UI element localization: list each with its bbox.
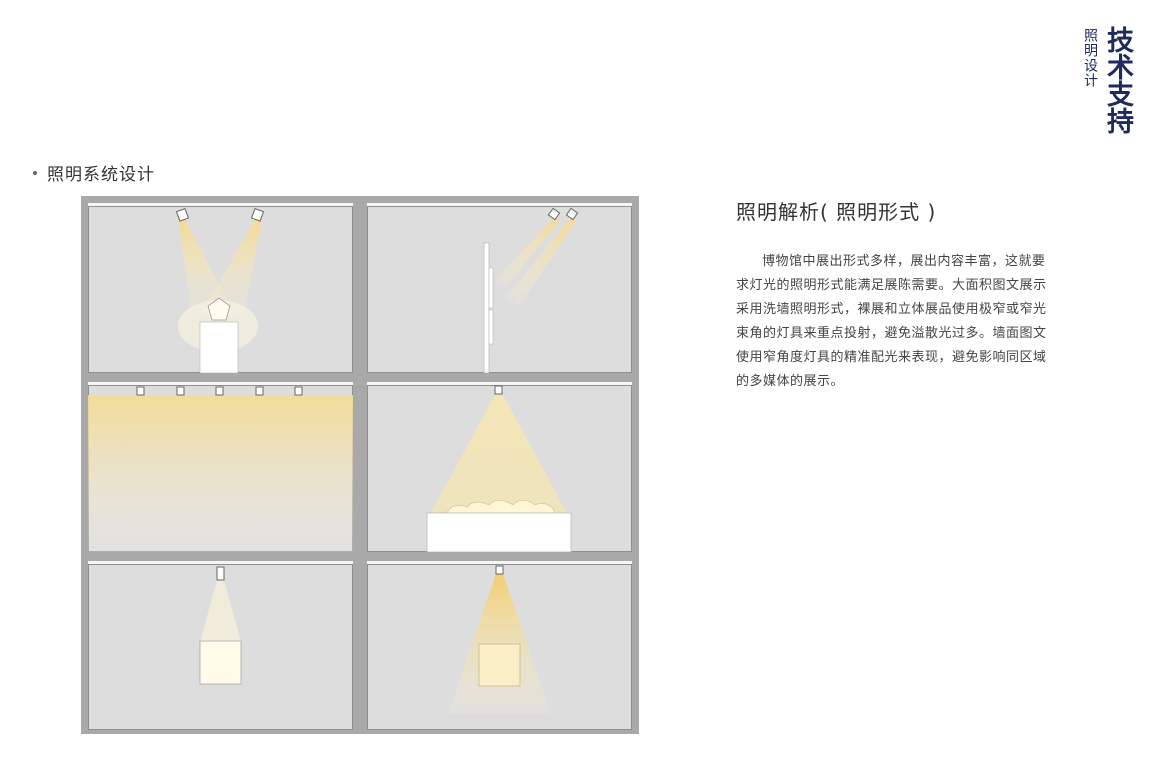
- lighting-illustration-grid: [81, 196, 639, 734]
- wall-panel: [488, 267, 494, 309]
- spotlight-icon: [495, 565, 504, 575]
- spotlight-icon: [216, 566, 225, 581]
- brand-title: 技术支持: [1102, 26, 1133, 134]
- showcase-base: [426, 512, 572, 552]
- wall-graphic: [199, 640, 242, 685]
- analysis-title: 照明解析( 照明形式 ): [736, 200, 937, 224]
- display-wall: [483, 242, 490, 373]
- spotlight-icon: [547, 207, 561, 221]
- showcase-downlight-illustration: [426, 385, 572, 552]
- narrow-beam-wall-graphic-illustration: [199, 566, 242, 685]
- exhibit-object: [207, 297, 231, 321]
- spotlight-icon: [255, 386, 264, 396]
- pedestal: [199, 321, 239, 373]
- spotlight-icon: [136, 386, 145, 396]
- spotlight-icon: [176, 386, 185, 396]
- spotlight-icon: [294, 386, 303, 396]
- brand-subtitle: 照明设计: [1082, 28, 1098, 88]
- analysis-body: 博物馆中展出形式多样，展出内容丰富，这就要求灯光的照明形式能满足展陈需要。大面积…: [736, 254, 1047, 389]
- showcase-objects: [446, 500, 556, 514]
- panel-accent-pedestal: [88, 203, 353, 373]
- spotlight-icon: [565, 207, 579, 221]
- spotlight-icon: [215, 386, 224, 396]
- vertical-display-illustration: [483, 207, 579, 373]
- panel-narrow-wall-graphic: [88, 561, 353, 730]
- panel-narrow-angle-spill: [367, 561, 632, 730]
- wall-panel: [488, 309, 494, 345]
- spotlight-icon: [494, 385, 503, 395]
- brand-mark: 照明设计 技术支持: [1082, 26, 1133, 134]
- wall-wash-illustration: [88, 386, 353, 552]
- panel-vertical-display: [367, 203, 632, 373]
- spotlight-icon: [250, 207, 265, 222]
- spotlight-icon: [175, 207, 190, 222]
- wall-graphic: [478, 643, 521, 687]
- section-title-text: 照明系统设计: [47, 165, 155, 185]
- narrow-angle-spill-illustration: [448, 565, 551, 714]
- section-title: 照明系统设计: [33, 160, 155, 185]
- panel-wall-wash: [88, 382, 353, 552]
- panel-showcase-downlight: [367, 382, 632, 552]
- pedestal-spotlight-illustration: [175, 207, 265, 373]
- bullet-dot: [33, 171, 37, 175]
